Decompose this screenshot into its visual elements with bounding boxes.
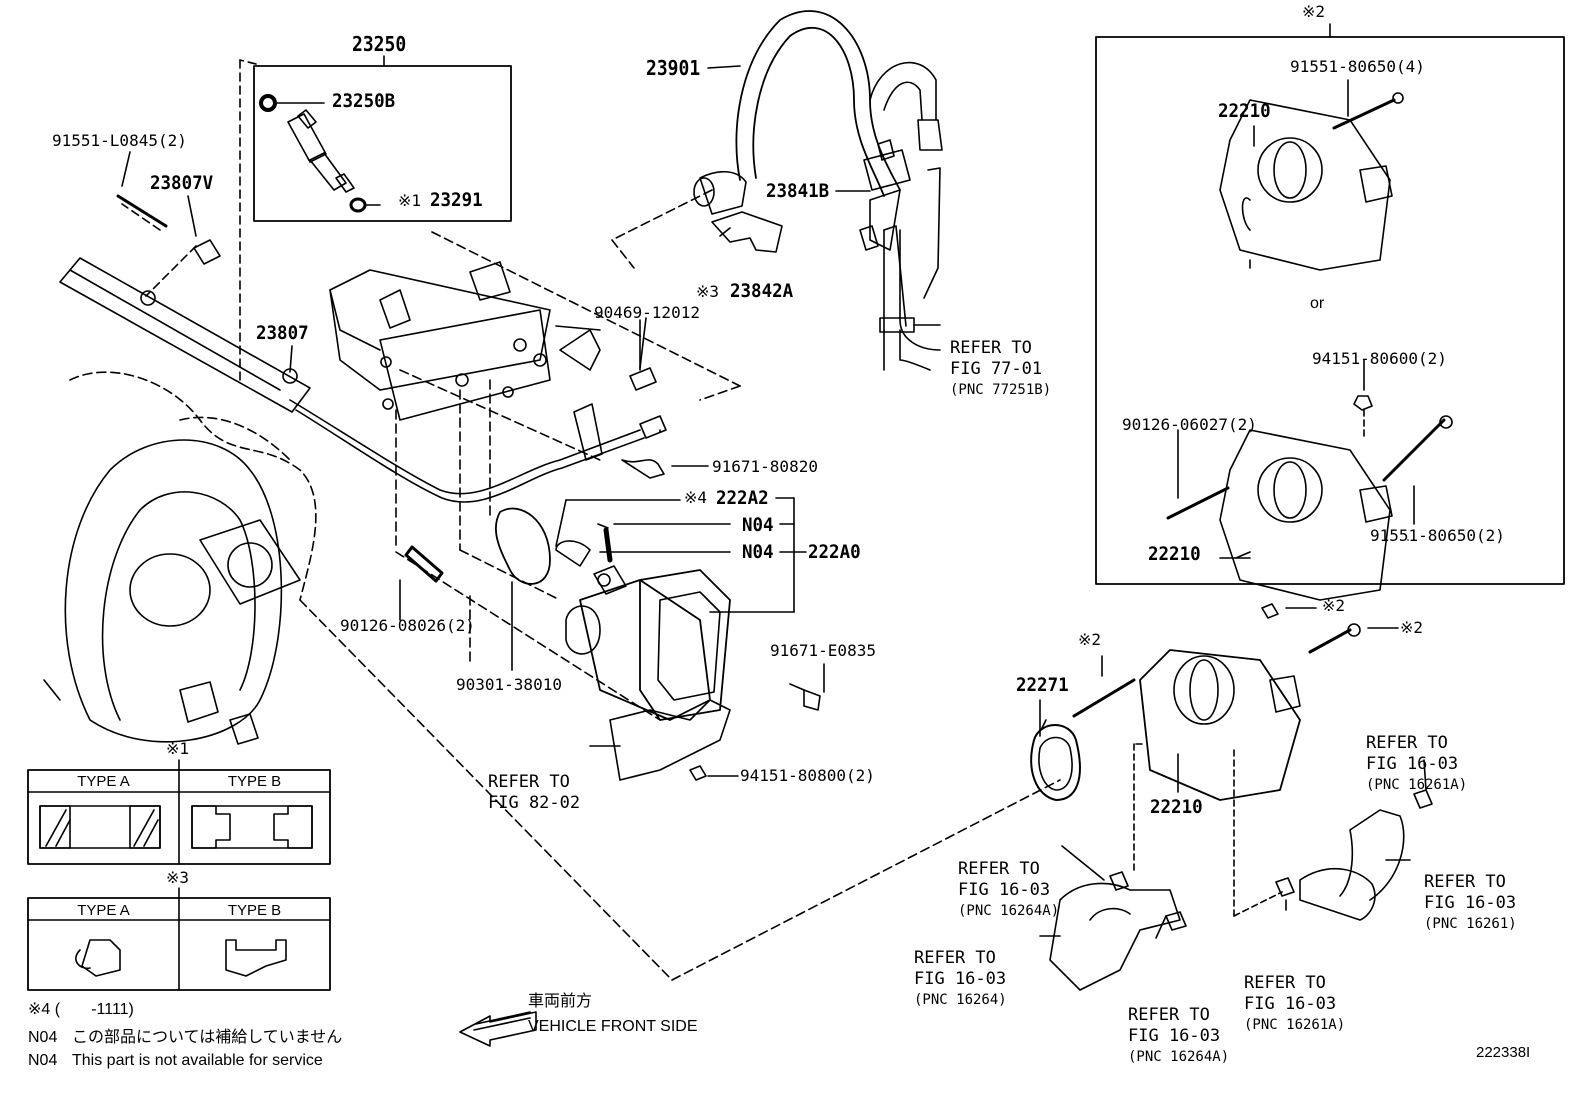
label-91551-80650-2: 91551-80650(2) xyxy=(1370,526,1505,545)
fuel-rail xyxy=(59,59,667,503)
table3-type-a: TYPE A xyxy=(77,902,130,919)
label-or: or xyxy=(1310,295,1325,312)
intake-manifold xyxy=(43,371,317,745)
table3-mark: ※3 xyxy=(166,868,190,887)
mark-22271: ※2 xyxy=(1078,630,1102,649)
mark-bolt: ※2 xyxy=(1400,618,1424,637)
mark-nut: ※2 xyxy=(1322,596,1346,615)
label-23901: 23901 xyxy=(646,56,701,80)
mark-222A2: ※4 xyxy=(684,488,708,507)
label-22210-inset-a: 22210 xyxy=(1218,100,1271,122)
vsv-23841B xyxy=(859,139,941,371)
label-91551-L0845: 91551-L0845(2) xyxy=(52,131,187,150)
direction-jp: 車両前方 xyxy=(528,993,593,1010)
note-n04-en: This part is not available for service xyxy=(72,1052,323,1069)
label-94151-80800: 94151-80800(2) xyxy=(740,766,875,785)
label-91551-80650-4: 91551-80650(4) xyxy=(1290,57,1425,76)
label-N04-a: N04 xyxy=(742,514,774,536)
type-table-1 xyxy=(27,759,331,865)
label-90469-12012: 90469-12012 xyxy=(594,303,700,322)
hoses-bottom xyxy=(1049,759,1433,991)
note-4: ※4 ( -1111) xyxy=(28,1001,134,1018)
cylinder-head xyxy=(329,231,741,601)
direction-en: VEHICLE FRONT SIDE xyxy=(528,1018,698,1035)
label-22210-main: 22210 xyxy=(1150,796,1203,818)
throttle-body-main xyxy=(1030,603,1399,917)
figure-id: 222338I xyxy=(1476,1044,1531,1061)
label-222A0: 222A0 xyxy=(808,541,861,563)
note-n04-jp-code: N04 xyxy=(28,1029,58,1046)
leader-lines xyxy=(121,65,1415,939)
label-90126-06027: 90126-06027(2) xyxy=(1122,415,1257,434)
injector-group xyxy=(253,55,512,222)
table1-mark: ※1 xyxy=(166,739,190,758)
label-23841B: 23841B xyxy=(766,180,830,202)
label-22271: 22271 xyxy=(1016,674,1069,696)
label-23250: 23250 xyxy=(352,32,407,56)
label-23250B: 23250B xyxy=(332,90,396,112)
label-90126-08026: 90126-08026(2) xyxy=(340,616,475,635)
label-222A2: 222A2 xyxy=(716,487,769,509)
label-90301-38010: 90301-38010 xyxy=(456,675,562,694)
table1-type-b: TYPE B xyxy=(227,773,282,790)
throttle-center xyxy=(395,317,821,781)
label-N04-b: N04 xyxy=(742,541,774,563)
hose-23901 xyxy=(611,10,943,269)
inset-group xyxy=(1095,23,1565,601)
label-91671-E0835: 91671-E0835 xyxy=(770,641,876,660)
dashed-leader xyxy=(299,599,673,981)
note-n04-jp: この部品については補給していません xyxy=(72,1029,343,1046)
label-23291: 23291 xyxy=(430,189,483,211)
mark-23291: ※1 xyxy=(398,191,422,210)
table3-type-b: TYPE B xyxy=(227,902,282,919)
label-94151-80600: 94151-80600(2) xyxy=(1312,349,1447,368)
label-23807V: 23807V xyxy=(150,172,214,194)
front-arrow xyxy=(459,1011,537,1047)
label-23807: 23807 xyxy=(256,322,309,344)
note-n04-en-code: N04 xyxy=(28,1052,58,1069)
mark-23842A: ※3 xyxy=(696,282,720,301)
type-table-3 xyxy=(27,887,331,991)
table1-type-a: TYPE A xyxy=(77,773,130,790)
label-23842A: 23842A xyxy=(730,280,794,302)
inset-mark: ※2 xyxy=(1302,2,1326,21)
label-22210-inset-b: 22210 xyxy=(1148,543,1201,565)
label-91671-80820: 91671-80820 xyxy=(712,457,818,476)
